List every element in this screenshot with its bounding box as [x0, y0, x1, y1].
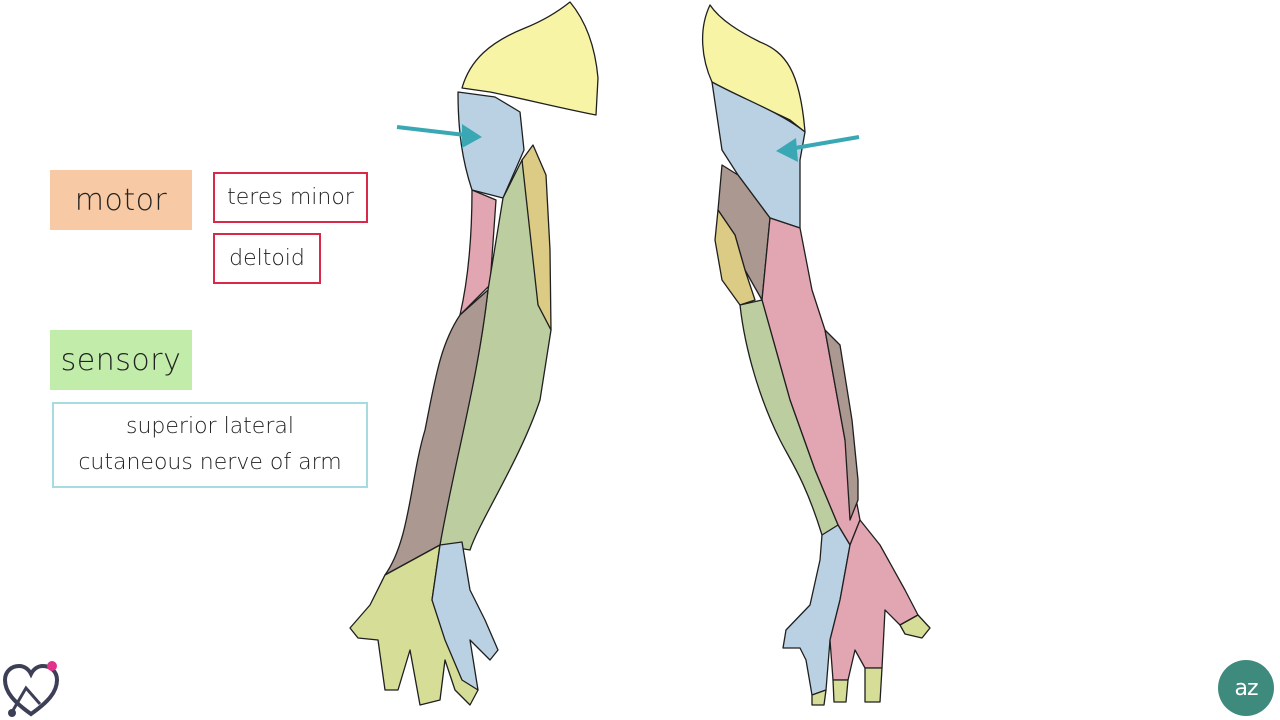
- right-shoulder-cap: [701, 4, 806, 133]
- left-shoulder-cap: [461, 1, 599, 116]
- sensory-nerve-box: superior lateral cutaneous nerve of arm: [52, 402, 368, 488]
- muscle-teres-minor: teres minor: [213, 172, 368, 223]
- left-ulnar-hand: [431, 541, 499, 691]
- right-arm: [701, 4, 931, 706]
- heart-stethoscope-logo-icon: [2, 661, 60, 717]
- left-arm: [349, 1, 599, 706]
- arrow-left-icon: [396, 124, 482, 148]
- motor-label: motor: [50, 170, 192, 230]
- left-radial: [384, 289, 489, 576]
- left-axillary-region: [457, 91, 525, 199]
- right-fingertips: [811, 614, 931, 706]
- arrow-right-icon: [776, 135, 860, 162]
- right-intercosto-strip: [714, 209, 756, 306]
- nerve-line-2: cutaneous nerve of arm: [78, 450, 342, 475]
- muscle-deltoid: deltoid: [213, 233, 321, 284]
- az-logo-icon: az: [1218, 660, 1274, 716]
- nerve-line-1: superior lateral: [126, 414, 294, 439]
- sensory-label: sensory: [50, 330, 192, 390]
- right-radial-forearm: [824, 329, 859, 521]
